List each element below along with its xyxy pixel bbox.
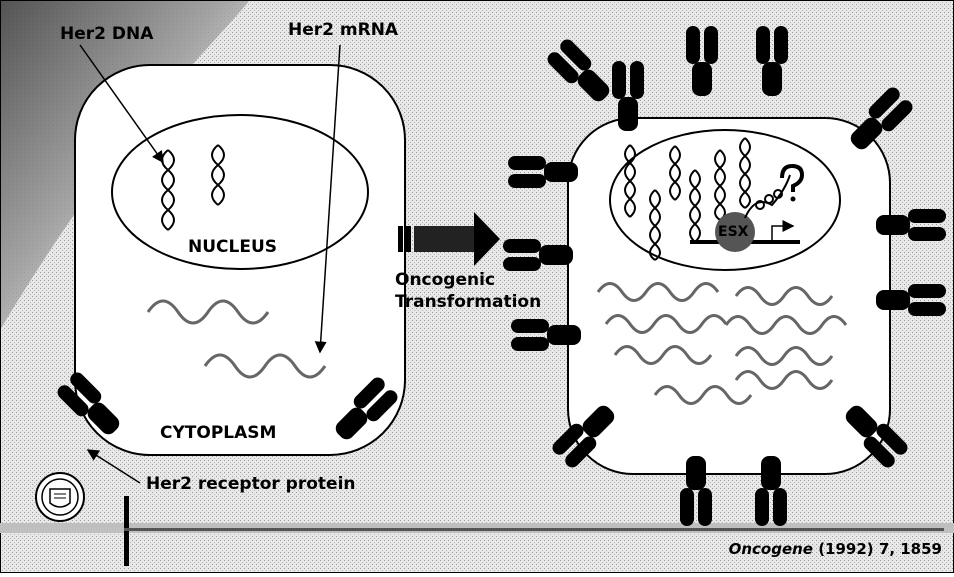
citation: Oncogene (1992) 7, 1859	[729, 540, 942, 558]
her2-mrna-label: Her2 mRNA	[288, 20, 398, 40]
receptor-label: Her2 receptor protein	[146, 474, 356, 494]
nucleus-label: NUCLEUS	[188, 237, 277, 257]
cytoplasm-label: CYTOPLASM	[160, 423, 276, 443]
citation-journal: Oncogene	[729, 540, 813, 558]
transition-label-line2: Transformation	[395, 292, 541, 312]
her2-dna-label: Her2 DNA	[60, 24, 153, 44]
university-seal-icon	[36, 473, 84, 521]
esx-label: ESX	[718, 224, 748, 240]
transition-label-line1: Oncogenic	[395, 270, 495, 290]
footer-bracket-horizontal	[124, 528, 944, 531]
question-mark-dot	[791, 197, 796, 202]
citation-details: (1992) 7, 1859	[813, 540, 942, 558]
